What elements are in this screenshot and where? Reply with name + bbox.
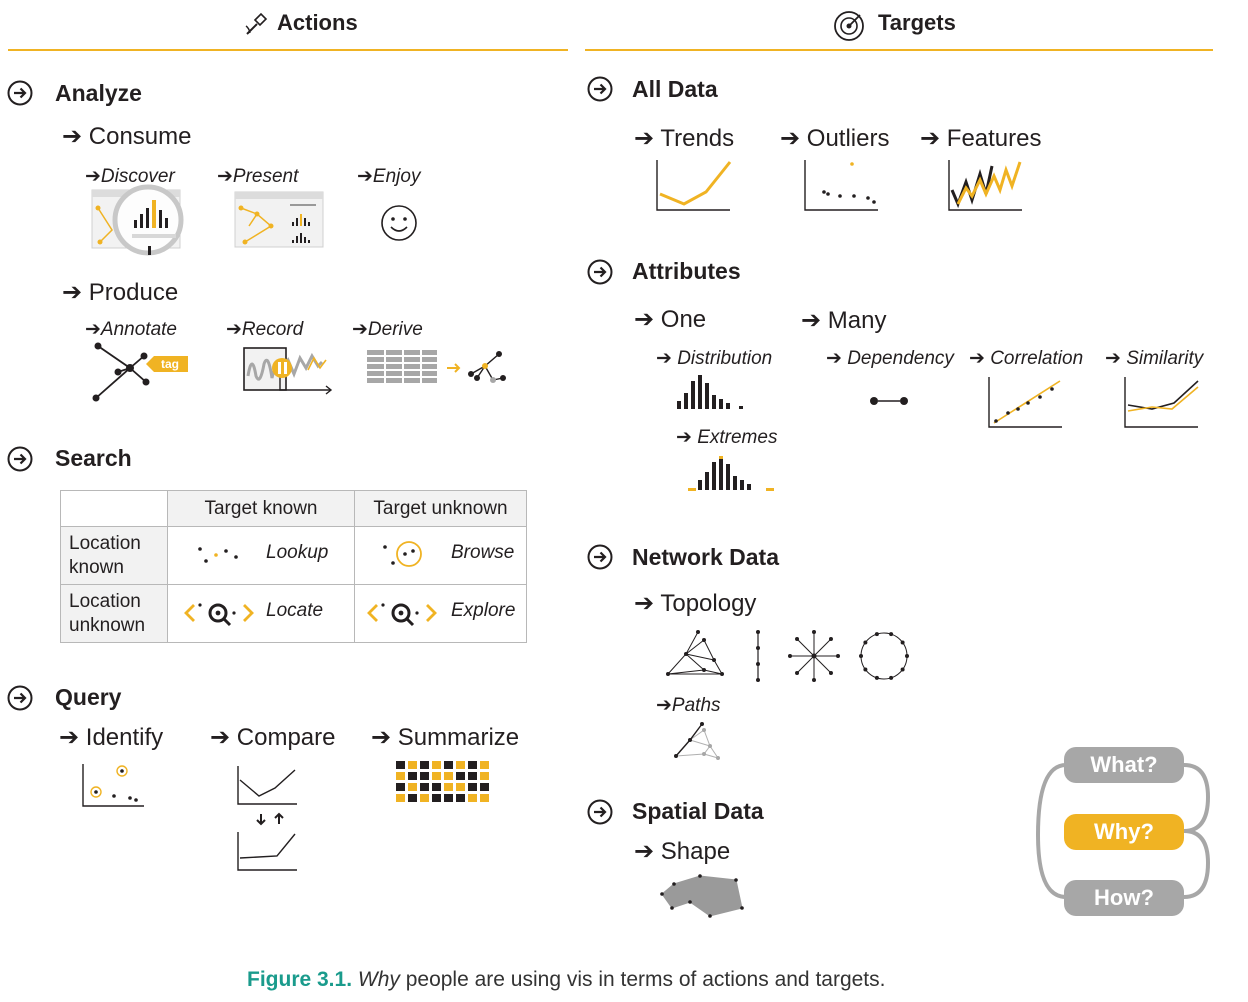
discover-label: ➔Discover (85, 166, 175, 187)
row-header-location-unknown: Location unknown (60, 584, 168, 643)
network-data-title: Network Data (632, 544, 779, 570)
pill-connector (1035, 763, 1211, 899)
trends-icon (656, 160, 732, 211)
distribution-icon (677, 375, 743, 409)
derive-icon (367, 350, 506, 384)
locate-label: Locate (266, 600, 324, 621)
locate-icon (184, 603, 254, 627)
dependency-icon (870, 397, 908, 405)
features-label: ➔ Features (920, 125, 1042, 152)
summarize-label: ➔ Summarize (371, 724, 520, 751)
browse-label: Browse (451, 542, 515, 563)
figure-caption: Figure 3.1. Why people are using vis in … (247, 968, 885, 992)
consume-label: ➔ Consume (62, 123, 192, 150)
caption-label: Figure 3.1. (247, 968, 353, 991)
shape-label: ➔ Shape (634, 838, 731, 865)
col-header-target-unknown: Target unknown (354, 490, 527, 527)
enjoy-label: ➔Enjoy (357, 166, 421, 187)
discover-icon (91, 184, 184, 256)
record-label: ➔Record (226, 319, 304, 340)
actions-header: Actions (277, 10, 358, 35)
query-title: Query (55, 684, 122, 710)
targets-header: Targets (878, 10, 956, 35)
extremes-icon (688, 456, 774, 491)
smiley-icon (381, 205, 417, 241)
tag-label: tag (161, 357, 179, 371)
lookup-icon (198, 547, 238, 563)
hammer-icon (245, 12, 268, 35)
row-header-location-known: Location known (60, 526, 168, 585)
spatial-data-title: Spatial Data (632, 798, 764, 824)
extremes-label: ➔ Extremes (676, 427, 778, 448)
arrow-circle-icon (587, 799, 613, 825)
annotate-icon (92, 342, 188, 402)
topology-graph-icon (666, 630, 724, 676)
attributes-title: Attributes (632, 258, 741, 284)
search-table: Target known Target unknown Location kno… (60, 490, 527, 643)
arrow-circle-icon (7, 446, 33, 472)
arrow-circle-icon (7, 685, 33, 711)
derive-label: ➔Derive (352, 319, 423, 340)
distribution-label: ➔ Distribution (656, 348, 773, 369)
browse-icon (383, 541, 422, 567)
one-label: ➔ One (634, 306, 707, 333)
identify-label: ➔ Identify (59, 724, 164, 751)
targets-header-rule (585, 49, 1213, 51)
col-header-target-known: Target known (167, 490, 355, 527)
explore-icon (367, 603, 437, 627)
arrow-circle-icon (587, 544, 613, 570)
topology-ring-icon (859, 632, 909, 680)
shape-icon (660, 874, 744, 918)
arrow-circle-icon (587, 76, 613, 102)
features-icon (948, 160, 1022, 211)
arrow-circle-icon (7, 80, 33, 106)
annotate-label: ➔Annotate (85, 319, 177, 340)
caption-text: people are using vis in terms of actions… (405, 968, 886, 991)
how-pill: How? (1064, 880, 1184, 916)
paths-label: ➔Paths (656, 695, 721, 716)
present-icon (234, 191, 324, 248)
explore-label: Explore (451, 600, 516, 621)
dependency-label: ➔ Dependency (826, 348, 954, 369)
analyze-title: Analyze (55, 80, 142, 106)
lookup-label: Lookup (266, 542, 329, 563)
compare-label: ➔ Compare (210, 724, 336, 751)
present-label: ➔Present (217, 166, 299, 187)
topology-line-icon (756, 630, 760, 682)
correlation-icon (988, 377, 1062, 428)
actions-header-rule (8, 49, 568, 51)
record-icon (243, 347, 333, 395)
identify-icon (82, 764, 144, 807)
similarity-label: ➔ Similarity (1105, 348, 1204, 369)
all-data-title: All Data (632, 76, 718, 102)
search-title: Search (55, 445, 132, 471)
trends-label: ➔ Trends (634, 125, 735, 152)
what-pill: What? (1064, 747, 1184, 783)
topology-label: ➔ Topology (634, 590, 757, 617)
arrow-circle-icon (587, 259, 613, 285)
outliers-label: ➔ Outliers (780, 125, 890, 152)
produce-label: ➔ Produce (62, 279, 179, 306)
correlation-label: ➔ Correlation (969, 348, 1084, 369)
paths-icon (674, 722, 720, 760)
many-label: ➔ Many (801, 307, 887, 334)
similarity-icon (1124, 377, 1199, 428)
why-pill: Why? (1064, 814, 1184, 850)
target-icon (834, 11, 864, 41)
outliers-icon (804, 160, 878, 211)
caption-emph: Why (357, 968, 400, 991)
topology-star-icon (788, 630, 840, 682)
summarize-icon (396, 761, 489, 802)
compare-icon (237, 766, 297, 871)
